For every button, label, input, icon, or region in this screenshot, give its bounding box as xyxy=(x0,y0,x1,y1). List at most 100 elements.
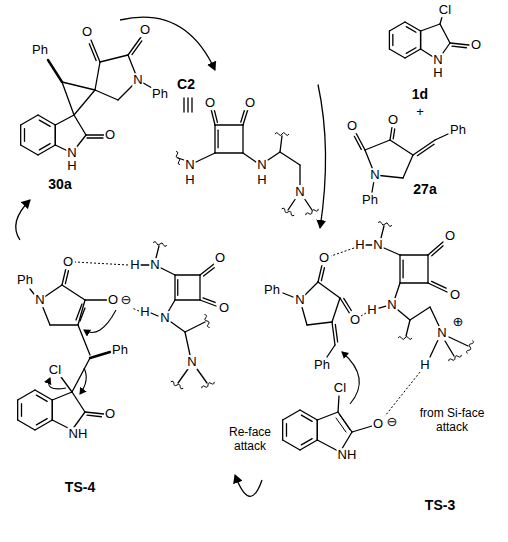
atom-label: Cl xyxy=(333,381,347,395)
bond-line xyxy=(427,255,428,283)
atom-label: N xyxy=(294,293,305,307)
structure-node: TS-3 xyxy=(262,228,508,520)
bond-line xyxy=(430,307,439,326)
atom-label: N xyxy=(294,185,305,199)
bond-line xyxy=(406,48,416,54)
atom-label: H xyxy=(419,358,430,372)
bond-line xyxy=(410,307,430,320)
bond-line xyxy=(299,165,300,185)
bond-line xyxy=(62,82,74,115)
bond-line xyxy=(405,49,421,58)
bond-line xyxy=(338,412,352,432)
cycle-arrow xyxy=(120,17,215,70)
bond-line xyxy=(280,152,300,165)
compound-label: 1d xyxy=(412,87,428,102)
atom-label: N xyxy=(436,326,447,340)
atom-label: O xyxy=(214,251,226,265)
bond-line xyxy=(339,414,350,430)
bond-line xyxy=(187,98,188,112)
wavy-bond xyxy=(449,355,462,361)
bond-line xyxy=(288,198,296,210)
atom-label: NH xyxy=(68,427,89,441)
atom-label: N xyxy=(66,146,77,160)
atom-label: N xyxy=(372,238,383,252)
bond-line xyxy=(449,337,468,346)
bond-line xyxy=(440,24,450,43)
bond-line xyxy=(50,324,78,325)
atom-label: O xyxy=(387,113,399,127)
atom-label: H xyxy=(256,173,267,187)
bond-line xyxy=(366,244,372,245)
atom-label: H xyxy=(354,238,365,252)
bond-line xyxy=(318,282,340,298)
bond-line xyxy=(243,153,256,162)
bond-line xyxy=(178,158,184,160)
bond-line xyxy=(86,134,104,135)
cycle-arrow xyxy=(235,475,262,496)
bond-line xyxy=(52,400,53,420)
bond-line xyxy=(61,377,72,392)
atom-label: Ph xyxy=(263,283,281,297)
note-label: from Si-face attack xyxy=(409,406,495,435)
atom-label: ⊕ xyxy=(452,315,465,329)
bond-line xyxy=(300,410,317,420)
bond-line xyxy=(283,440,300,450)
bond-line xyxy=(336,418,346,432)
edge-label: Re-face attack xyxy=(222,426,278,454)
bond-line xyxy=(214,110,217,122)
bond-line xyxy=(74,90,95,115)
bond-line xyxy=(338,396,339,412)
wavy-bond xyxy=(282,208,295,216)
bond-line xyxy=(38,145,55,155)
atom-label: O xyxy=(104,128,116,142)
bond-line xyxy=(440,17,442,24)
bond-line xyxy=(389,31,390,49)
bond-line xyxy=(62,285,85,300)
wavy-bond xyxy=(171,381,184,389)
bond-line xyxy=(85,299,107,300)
bond-line xyxy=(175,274,200,275)
atom-label: O xyxy=(470,38,482,52)
bond-line xyxy=(286,424,287,436)
bond-line xyxy=(392,34,393,45)
bond-line xyxy=(413,140,435,155)
bond-line xyxy=(204,268,215,276)
atom-label: H xyxy=(432,66,443,80)
bond-line xyxy=(365,140,390,150)
bond-line xyxy=(402,260,403,277)
atom-label: Ph xyxy=(449,123,467,137)
atom-label: O xyxy=(372,417,384,431)
hydrogen-bond xyxy=(331,248,354,256)
atom-label: O xyxy=(349,313,361,327)
structure-node: TS-4 xyxy=(5,240,235,500)
atom-label: H xyxy=(184,173,195,187)
bond-line xyxy=(132,41,142,55)
atom-label: N xyxy=(432,53,443,67)
bond-line xyxy=(55,125,56,145)
bond-line xyxy=(393,129,395,139)
compound-label: C2 xyxy=(177,77,195,92)
bond-line xyxy=(406,27,416,33)
wavy-bond xyxy=(467,341,474,354)
atom-label: O xyxy=(449,288,461,302)
bond-line xyxy=(21,115,38,125)
bond-line xyxy=(300,440,317,450)
bond-line xyxy=(327,345,335,357)
atom-label: O xyxy=(81,25,93,39)
bond-line xyxy=(352,426,372,432)
bond-line xyxy=(304,198,312,210)
atom-label: ⊖ xyxy=(120,293,133,307)
bond-line xyxy=(191,98,192,112)
bond-line xyxy=(428,242,443,255)
hydrogen-bond xyxy=(75,262,128,265)
bond-line xyxy=(48,60,62,82)
bond-line xyxy=(177,280,178,296)
bond-line xyxy=(95,90,118,100)
bond-line xyxy=(344,298,352,310)
atom-label: Ph xyxy=(16,273,34,287)
bond-line xyxy=(301,439,312,445)
bond-line xyxy=(217,130,218,147)
bond-line xyxy=(90,352,110,358)
bond-line xyxy=(185,332,190,355)
